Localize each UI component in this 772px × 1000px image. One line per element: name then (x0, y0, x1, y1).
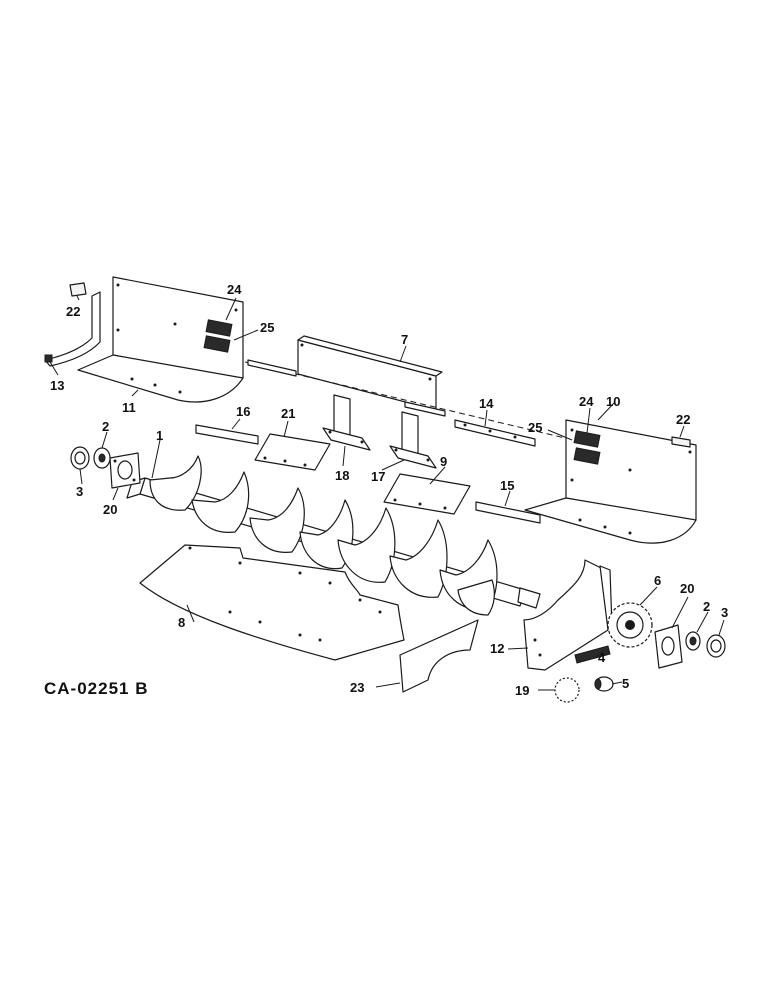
callout-14: 14 (479, 396, 494, 411)
callout-7: 7 (401, 332, 408, 347)
callout-2-left: 2 (102, 419, 109, 434)
callout-13: 13 (50, 378, 64, 393)
part-3-collar-right (706, 634, 726, 658)
callout-2-right: 2 (703, 599, 710, 614)
callout-24-left: 24 (227, 282, 242, 297)
callout-3-right: 3 (721, 605, 728, 620)
part-24-decal-left (205, 319, 233, 337)
part-15-bar (475, 501, 541, 524)
part-strip-upper (247, 359, 446, 417)
callout-12: 12 (490, 641, 504, 656)
part-17-hanger-bracket (389, 411, 437, 469)
part-18-hanger-bracket (322, 394, 371, 451)
callout-17: 17 (371, 469, 385, 484)
part-13-bracket (44, 291, 101, 367)
drawing-code: CA-02251 B (44, 679, 149, 698)
part-20-flange-left (109, 452, 141, 489)
callout-20-right: 20 (680, 581, 694, 596)
callout-23: 23 (350, 680, 364, 695)
assembly-axis-line (244, 361, 566, 439)
part-5-bushing (594, 676, 614, 692)
part-25-decal-right (573, 447, 601, 465)
leader-lines (49, 295, 725, 691)
part-25-decal-left (203, 335, 231, 353)
part-6-sprocket (607, 602, 653, 648)
part-12-end-plate (523, 559, 613, 671)
callout-10: 10 (606, 394, 620, 409)
callout-4: 4 (598, 650, 606, 665)
callout-11: 11 (122, 400, 136, 415)
part-23-shield (399, 619, 479, 693)
callout-8: 8 (178, 615, 185, 630)
part-11-left-side-panel (77, 276, 244, 403)
part-2-bearing-right (685, 631, 701, 651)
callout-6: 6 (654, 573, 661, 588)
callout-20-left: 20 (103, 502, 117, 517)
part-10-right-side-panel (524, 419, 697, 544)
part-4-chain (574, 645, 611, 664)
callouts: 24 25 22 13 11 7 16 21 18 17 9 14 15 1 2… (50, 282, 728, 698)
callout-22-right: 22 (676, 412, 690, 427)
part-14-angle-strip (454, 419, 536, 447)
callout-25-right: 25 (528, 420, 542, 435)
callout-3-left: 3 (76, 484, 83, 499)
callout-19: 19 (515, 683, 529, 698)
part-24-decal-right (573, 430, 601, 448)
callout-16: 16 (236, 404, 250, 419)
part-3-collar-left (70, 446, 90, 470)
part-1-auger (126, 455, 541, 616)
part-22-pad-right (671, 436, 691, 448)
part-9-plate (383, 473, 471, 515)
callout-9: 9 (440, 454, 447, 469)
callout-15: 15 (500, 478, 514, 493)
part-19-small-sprocket (554, 677, 580, 703)
part-7-top-channel (297, 335, 443, 411)
callout-18: 18 (335, 468, 349, 483)
part-2-bearing-left (93, 447, 111, 469)
callout-21: 21 (281, 406, 295, 421)
callout-22-left: 22 (66, 304, 80, 319)
callout-25-left: 25 (260, 320, 274, 335)
part-21-plate (254, 433, 331, 471)
callout-5: 5 (622, 676, 629, 691)
part-20-flange-right (654, 624, 683, 669)
part-8-trough-bottom (139, 544, 405, 661)
callout-1: 1 (156, 428, 163, 443)
part-16-bar (195, 424, 259, 445)
callout-24-right: 24 (579, 394, 594, 409)
part-22-pad-left (69, 282, 87, 297)
